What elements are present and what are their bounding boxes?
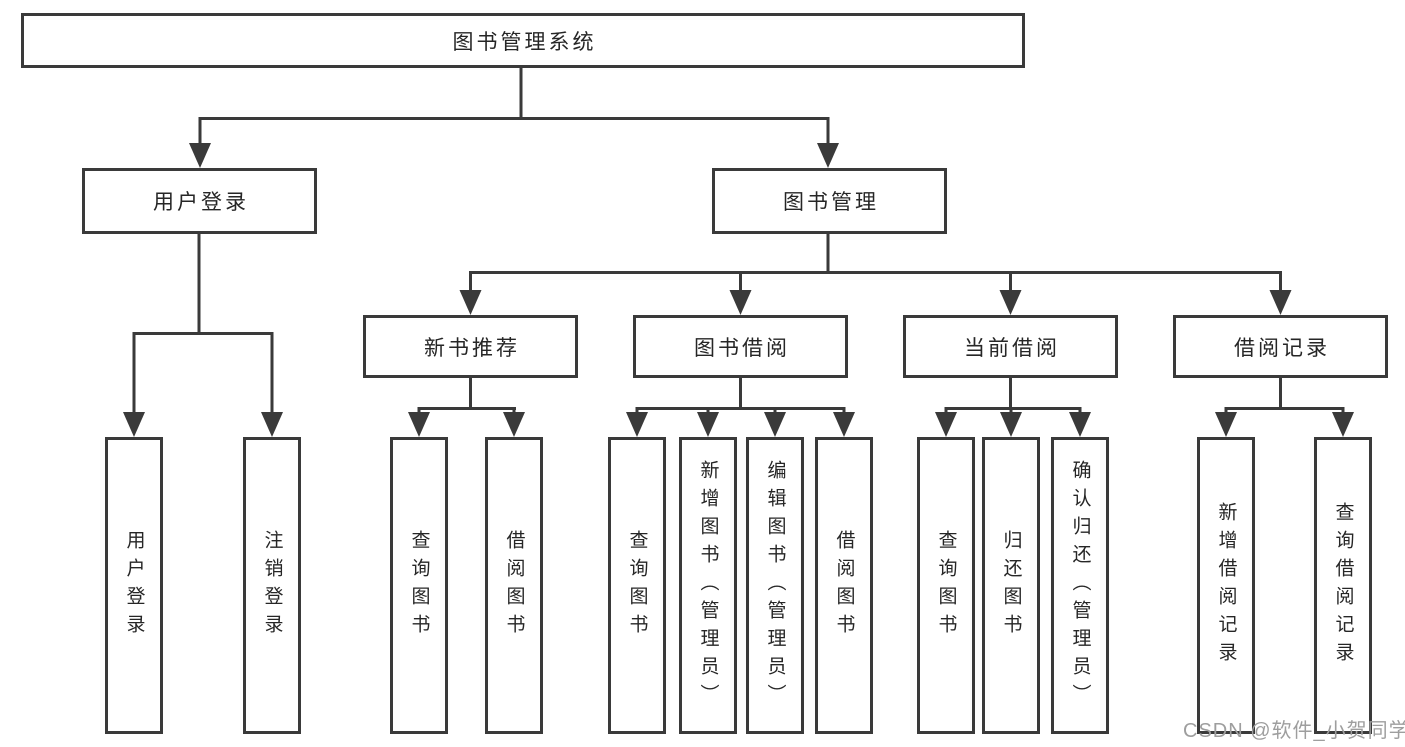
node-new-book-recommend: 新书推荐 [363, 315, 578, 378]
leaf-edit-books-admin: 编辑图书（管理员） [746, 437, 804, 734]
leaf-logout-label: 注销登录 [261, 529, 283, 642]
leaf-confirm-return-admin: 确认归还（管理员） [1051, 437, 1109, 734]
node-book-borrow-label: 图书借阅 [694, 336, 790, 360]
leaf-query-borrow-record-label: 查询借阅记录 [1332, 501, 1354, 670]
node-book-management-label: 图书管理 [783, 191, 879, 214]
leaf-add-borrow-record: 新增借阅记录 [1197, 437, 1255, 734]
leaf-user-login: 用户登录 [105, 437, 163, 734]
edge-root-split [189, 68, 839, 168]
leaf-return-books: 归还图书 [982, 437, 1040, 734]
node-book-borrow: 图书借阅 [633, 315, 848, 378]
leaf-query-borrow-record: 查询借阅记录 [1314, 437, 1372, 734]
leaf-add-books-admin: 新增图书（管理员） [679, 437, 737, 734]
node-user-login: 用户登录 [82, 168, 317, 234]
edge-book-mgmt-split [459, 234, 1292, 315]
node-borrow-records-label: 借阅记录 [1234, 336, 1330, 360]
leaf-edit-books-admin-label: 编辑图书（管理员） [764, 459, 786, 712]
leaf-query-books-current-label: 查询图书 [935, 529, 957, 642]
leaf-borrow-books-recommend-label: 借阅图书 [503, 529, 525, 642]
leaf-add-borrow-record-label: 新增借阅记录 [1215, 501, 1237, 670]
leaf-query-books-current: 查询图书 [917, 437, 975, 734]
node-current-borrow-label: 当前借阅 [964, 336, 1060, 360]
leaf-query-books-recommend: 查询图书 [390, 437, 448, 734]
node-book-management: 图书管理 [712, 168, 947, 234]
node-user-login-label: 用户登录 [153, 191, 249, 214]
node-current-borrow: 当前借阅 [903, 315, 1118, 378]
edge-book-borrow-children [626, 378, 855, 437]
edge-user-login-children [123, 234, 283, 437]
leaf-query-books-borrow-label: 查询图书 [626, 529, 648, 642]
leaf-add-books-admin-label: 新增图书（管理员） [697, 459, 719, 712]
leaf-return-books-label: 归还图书 [1000, 529, 1022, 642]
leaf-borrow-books-recommend: 借阅图书 [485, 437, 543, 734]
leaf-query-books-borrow: 查询图书 [608, 437, 666, 734]
leaf-borrow-books-label: 借阅图书 [833, 529, 855, 642]
node-library-system-label: 图书管理系统 [452, 30, 597, 54]
leaf-borrow-books: 借阅图书 [815, 437, 873, 734]
edge-new-book-children [408, 378, 525, 437]
edge-current-borrow-children [935, 378, 1091, 437]
node-library-system: 图书管理系统 [21, 13, 1025, 68]
node-borrow-records: 借阅记录 [1173, 315, 1388, 378]
csdn-watermark: CSDN @软件_小贺同学 [1183, 720, 1405, 742]
leaf-query-books-recommend-label: 查询图书 [408, 529, 430, 642]
leaf-user-login-label: 用户登录 [123, 529, 145, 642]
leaf-confirm-return-admin-label: 确认归还（管理员） [1069, 459, 1091, 712]
leaf-logout: 注销登录 [243, 437, 301, 734]
edge-borrow-records-children [1215, 378, 1354, 437]
node-new-book-recommend-label: 新书推荐 [424, 336, 520, 360]
